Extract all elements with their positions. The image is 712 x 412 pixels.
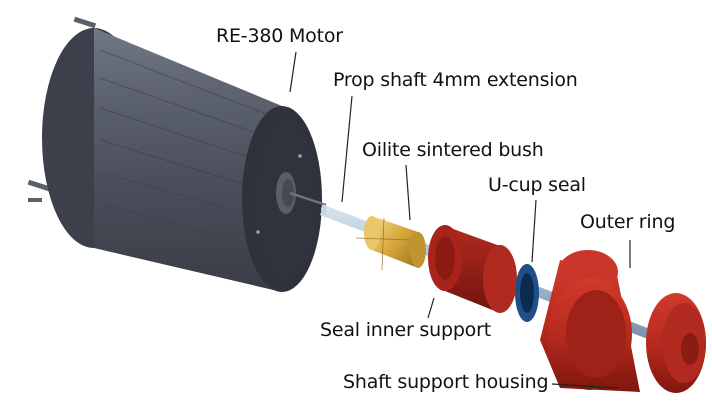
outer-ring-icon [646,293,706,393]
label-prop-shaft-extension: Prop shaft 4mm extension [333,69,578,91]
motor-can-icon [27,16,327,292]
label-re-380-motor: RE-380 Motor [216,25,343,47]
label-u-cup-seal: U-cup seal [488,174,586,196]
leader-lines [289,51,631,389]
label-seal-inner-support: Seal inner support [320,319,491,341]
label-shaft-support-housing: Shaft support housing [343,371,549,393]
label-oilite-sintered-bush: Oilite sintered bush [362,139,544,161]
housing-icon [540,250,640,392]
seal-ring-icon [515,264,539,322]
inner-support-icon [428,225,517,313]
bush-icon [355,216,426,271]
label-outer-ring: Outer ring [580,211,676,233]
